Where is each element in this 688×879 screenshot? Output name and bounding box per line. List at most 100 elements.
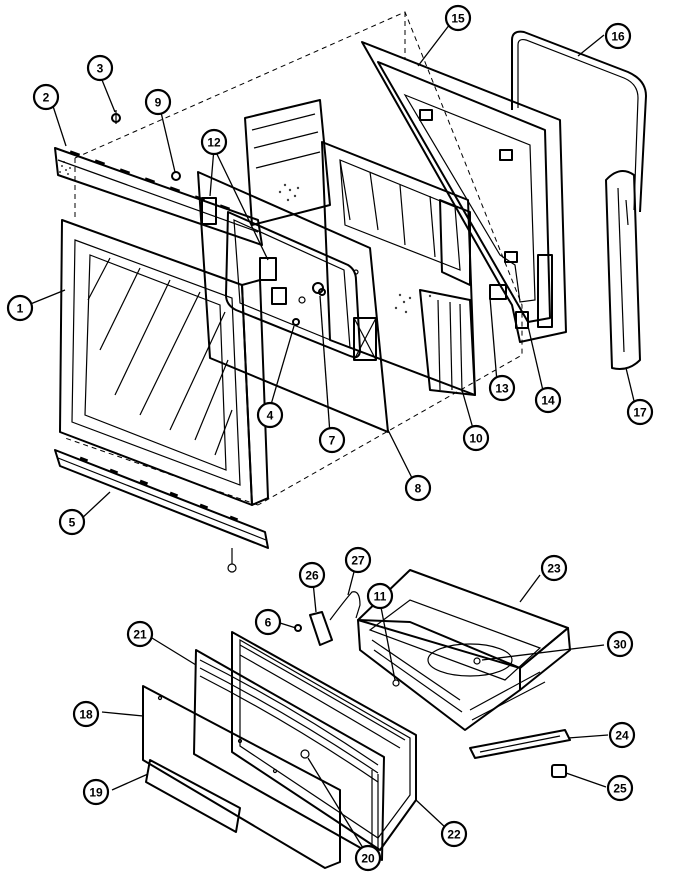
callout-circle xyxy=(344,546,372,574)
callout-number: 22 xyxy=(447,828,461,842)
callout-circle xyxy=(86,54,114,82)
callout-labels: 1234567891011121314151617181920212223242… xyxy=(6,4,654,872)
callout-number: 12 xyxy=(207,136,221,150)
callout-circle xyxy=(6,294,34,322)
callout-number: 9 xyxy=(155,96,162,110)
callout-13: 13 xyxy=(488,374,516,402)
callout-25: 25 xyxy=(606,774,634,802)
callout-number: 26 xyxy=(305,569,319,583)
screw-7 xyxy=(318,288,326,296)
callout-22: 22 xyxy=(440,820,468,848)
callout-circle xyxy=(540,554,568,582)
callout-circle xyxy=(366,582,394,610)
callout-number: 11 xyxy=(374,590,387,604)
callout-number: 24 xyxy=(615,729,629,743)
callout-circle xyxy=(626,398,654,426)
callout-circle xyxy=(126,620,154,648)
callout-3: 3 xyxy=(86,54,114,82)
oven-liner-insulation xyxy=(244,99,476,396)
door-gasket xyxy=(511,30,647,213)
callout-number: 18 xyxy=(79,708,93,722)
drawer-bracket xyxy=(294,591,361,646)
callout-number: 17 xyxy=(633,406,647,420)
callout-number: 27 xyxy=(351,554,365,568)
callout-number: 23 xyxy=(547,562,561,576)
callout-20: 20 xyxy=(354,844,382,872)
door-frame xyxy=(361,41,567,343)
callout-circle xyxy=(82,778,110,806)
callout-18: 18 xyxy=(72,700,100,728)
callout-7: 7 xyxy=(318,426,346,454)
callout-14: 14 xyxy=(534,386,562,414)
callout-number: 16 xyxy=(611,30,625,44)
oven-door xyxy=(59,219,269,506)
callout-number: 3 xyxy=(97,62,104,76)
drawer-rail xyxy=(469,729,571,759)
callout-24: 24 xyxy=(608,721,636,749)
inner-door-panel xyxy=(197,171,389,433)
callout-27: 27 xyxy=(344,546,372,574)
callout-circle xyxy=(32,83,60,111)
callout-circle xyxy=(72,700,100,728)
callout-5: 5 xyxy=(58,508,86,536)
callout-circle xyxy=(404,474,432,502)
callout-circle xyxy=(606,774,634,802)
drawer-front-insulation xyxy=(193,649,385,861)
callout-16: 16 xyxy=(604,22,632,50)
callout-circle xyxy=(298,561,326,589)
cabinet-outline xyxy=(64,11,523,506)
callout-circle xyxy=(608,721,636,749)
callout-number: 7 xyxy=(329,434,336,448)
callout-8: 8 xyxy=(404,474,432,502)
leader-lines xyxy=(27,23,636,849)
door-side-trim xyxy=(605,170,641,370)
callout-circle xyxy=(144,88,172,116)
callout-number: 4 xyxy=(267,409,274,423)
callout-circle xyxy=(254,608,282,636)
callout-9: 9 xyxy=(144,88,172,116)
callout-circle xyxy=(462,424,490,452)
callout-number: 14 xyxy=(541,394,555,408)
callout-circle xyxy=(604,22,632,50)
callout-2: 2 xyxy=(32,83,60,111)
callout-number: 15 xyxy=(451,12,465,26)
nut-4 xyxy=(292,318,300,326)
callout-12: 12 xyxy=(200,128,228,156)
callout-number: 19 xyxy=(89,786,103,800)
callout-circle xyxy=(606,630,634,658)
control-panel-strip xyxy=(54,147,263,246)
callout-number: 25 xyxy=(613,782,627,796)
callout-23: 23 xyxy=(540,554,568,582)
screw-3 xyxy=(111,110,121,124)
drawer-front-back xyxy=(231,631,417,851)
callout-circle xyxy=(256,401,284,429)
callout-26: 26 xyxy=(298,561,326,589)
callout-circle xyxy=(488,374,516,402)
callout-number: 8 xyxy=(415,482,422,496)
callout-4: 4 xyxy=(256,401,284,429)
callout-circle xyxy=(534,386,562,414)
callout-number: 20 xyxy=(361,852,375,866)
callout-19: 19 xyxy=(82,778,110,806)
callout-circle xyxy=(354,844,382,872)
door-kick-strip xyxy=(54,449,269,573)
callout-11: 11 xyxy=(366,582,394,610)
callout-6: 6 xyxy=(254,608,282,636)
callout-30: 30 xyxy=(606,630,634,658)
callout-number: 21 xyxy=(133,628,147,642)
screw-9 xyxy=(171,171,181,181)
callout-number: 10 xyxy=(469,432,483,446)
drawer-front-panel xyxy=(142,685,341,869)
callout-circle xyxy=(318,426,346,454)
drawer-nut xyxy=(551,764,567,778)
callout-number: 6 xyxy=(265,616,272,630)
callout-circle xyxy=(58,508,86,536)
callout-21: 21 xyxy=(126,620,154,648)
hinge-13 xyxy=(489,284,507,300)
callout-number: 30 xyxy=(613,638,627,652)
callout-number: 13 xyxy=(495,382,509,396)
hinge-14 xyxy=(515,311,529,329)
hardware-parts xyxy=(111,110,529,329)
callout-1: 1 xyxy=(6,294,34,322)
